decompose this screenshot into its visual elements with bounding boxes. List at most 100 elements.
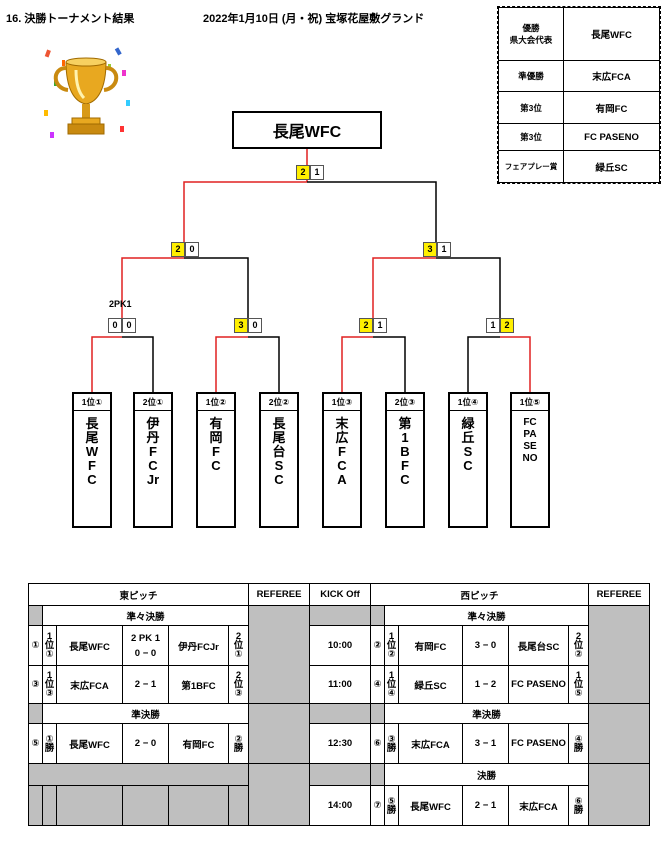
result-label-fairplay: フェアプレー賞 bbox=[498, 150, 564, 183]
match-no: ④ bbox=[370, 665, 385, 704]
round-qf-west: 準々決勝 bbox=[384, 605, 589, 626]
qf3-left bbox=[341, 336, 373, 392]
result-label-champion: 優勝 県大会代表 bbox=[498, 7, 564, 61]
match-score: 2 − 1 bbox=[462, 785, 509, 826]
match-rank-left: 1 位 ② bbox=[384, 625, 399, 666]
match-team-left: 末広FCA bbox=[398, 723, 463, 764]
match-team-right: 末広FCA bbox=[508, 785, 569, 826]
match-score: 2 − 1 bbox=[122, 665, 169, 704]
kickoff-time: 12:30 bbox=[309, 723, 371, 764]
match-rank-right: 2 位 ① bbox=[228, 625, 249, 666]
team-card-8: 1位⑤ FC PASENO bbox=[510, 392, 550, 528]
team-card-1: 1位① 長尾WFC bbox=[72, 392, 112, 528]
team-card-6: 2位③ 第1BFC bbox=[385, 392, 425, 528]
match-score: 1 − 2 bbox=[462, 665, 509, 704]
match-no: ⑥ bbox=[370, 723, 385, 764]
bracket-lines bbox=[91, 149, 531, 392]
match-rank-left: 1 位 ① bbox=[42, 625, 57, 666]
qf1-left bbox=[91, 336, 122, 392]
team-name: 緑丘SC bbox=[461, 416, 475, 473]
match-no: ② bbox=[370, 625, 385, 666]
team-card-4: 2位② 長尾台SC bbox=[259, 392, 299, 528]
qf1-right bbox=[122, 336, 154, 392]
match-score: 2 PK 1 0 − 0 bbox=[122, 625, 169, 666]
kickoff-time: 11:00 bbox=[309, 665, 371, 704]
result-team-champion: 長尾WFC bbox=[563, 7, 660, 61]
team-rank: 2位② bbox=[261, 394, 297, 411]
team-card-5: 1位③ 末広FCA bbox=[322, 392, 362, 528]
team-rank: 1位① bbox=[74, 394, 110, 411]
match-rank-right: 2 位 ③ bbox=[228, 665, 249, 704]
match-score: 2 − 0 bbox=[122, 723, 169, 764]
match-team-left: 長尾WFC bbox=[56, 723, 123, 764]
match-rank-right: 2 位 ② bbox=[568, 625, 589, 666]
qf3-score-left: 2 bbox=[359, 318, 373, 333]
match-team-right: FC PASENO bbox=[508, 723, 569, 764]
result-team-fairplay: 緑丘SC bbox=[563, 150, 660, 183]
round-sf-east: 準決勝 bbox=[42, 703, 249, 724]
round-qf-east: 準々決勝 bbox=[42, 605, 249, 626]
referee-header-west: REFEREE bbox=[588, 583, 650, 606]
match-rank-left: ① 勝 bbox=[42, 723, 57, 764]
team-name: FC PASENO bbox=[522, 417, 538, 464]
final-right-line bbox=[307, 181, 437, 250]
sf2-score-left: 3 bbox=[423, 242, 437, 257]
kickoff-header: KICK Off bbox=[309, 583, 371, 606]
result-team-third-1: 有岡FC bbox=[563, 91, 660, 124]
match-score: 3 − 0 bbox=[462, 625, 509, 666]
qf2-left bbox=[215, 336, 248, 392]
sf-right-left bbox=[372, 257, 436, 330]
qf1-score-right: 0 bbox=[122, 318, 136, 333]
final-score-right: 1 bbox=[310, 165, 324, 180]
match-rank-left: ⑤ 勝 bbox=[384, 785, 399, 826]
page-title: 16. 決勝トーナメント結果 bbox=[6, 13, 135, 25]
result-team-third-2: FC PASENO bbox=[563, 122, 660, 152]
team-card-7: 1位④ 緑丘SC bbox=[448, 392, 488, 528]
match-team-right: 有岡FC bbox=[168, 723, 229, 764]
qf3-score-right: 1 bbox=[373, 318, 387, 333]
qf1-score-left: 0 bbox=[108, 318, 122, 333]
qf4-score-right: 2 bbox=[500, 318, 514, 333]
qf2-right bbox=[248, 336, 280, 392]
sf-right-right bbox=[436, 257, 501, 330]
result-label-third-1: 第3位 bbox=[498, 91, 564, 124]
match-rank-right: ⑥ 勝 bbox=[568, 785, 589, 826]
qf3-right bbox=[373, 336, 406, 392]
team-rank: 1位④ bbox=[450, 394, 486, 411]
match-no: ⑤ bbox=[28, 723, 43, 764]
sf-left-left bbox=[121, 257, 184, 330]
qf4-left bbox=[467, 336, 500, 392]
match-rank-left: 1 位 ④ bbox=[384, 665, 399, 704]
team-rank: 2位① bbox=[135, 394, 171, 411]
match-no: ③ bbox=[28, 665, 43, 704]
match-no: ① bbox=[28, 625, 43, 666]
team-name: 第1BFC bbox=[398, 416, 412, 487]
match-team-left: 緑丘SC bbox=[398, 665, 463, 704]
sf1-score-right: 0 bbox=[185, 242, 199, 257]
match-rank-left: ③ 勝 bbox=[384, 723, 399, 764]
east-pitch-header: 東ピッチ bbox=[28, 583, 249, 606]
match-rank-right: ② 勝 bbox=[228, 723, 249, 764]
match-rank-left: 1 位 ③ bbox=[42, 665, 57, 704]
match-score-value: 0 − 0 bbox=[134, 647, 157, 659]
qf4-right bbox=[500, 336, 531, 392]
kickoff-time: 14:00 bbox=[309, 785, 371, 826]
date-venue: 2022年1月10日 (月・祝) 宝塚花屋敷グランド bbox=[203, 13, 425, 25]
team-name: 長尾台SC bbox=[272, 416, 286, 487]
team-rank: 1位⑤ bbox=[512, 394, 548, 411]
team-name: 有岡FC bbox=[209, 416, 223, 473]
team-card-2: 2位① 伊丹FCJr bbox=[133, 392, 173, 528]
west-pitch-header: 西ピッチ bbox=[370, 583, 589, 606]
team-card-3: 1位② 有岡FC bbox=[196, 392, 236, 528]
sf2-score-right: 1 bbox=[437, 242, 451, 257]
match-team-left: 長尾WFC bbox=[398, 785, 463, 826]
match-team-right: 伊丹FCJr bbox=[168, 625, 229, 666]
sf1-score-left: 2 bbox=[171, 242, 185, 257]
team-name: 伊丹FCJr bbox=[146, 416, 160, 487]
trophy-icon bbox=[44, 47, 130, 138]
match-team-right: FC PASENO bbox=[508, 665, 569, 704]
team-rank: 1位② bbox=[198, 394, 234, 411]
match-pk: 2 PK 1 bbox=[130, 632, 161, 644]
final-left-line bbox=[183, 181, 307, 250]
match-rank-right: 1 位 ⑤ bbox=[568, 665, 589, 704]
